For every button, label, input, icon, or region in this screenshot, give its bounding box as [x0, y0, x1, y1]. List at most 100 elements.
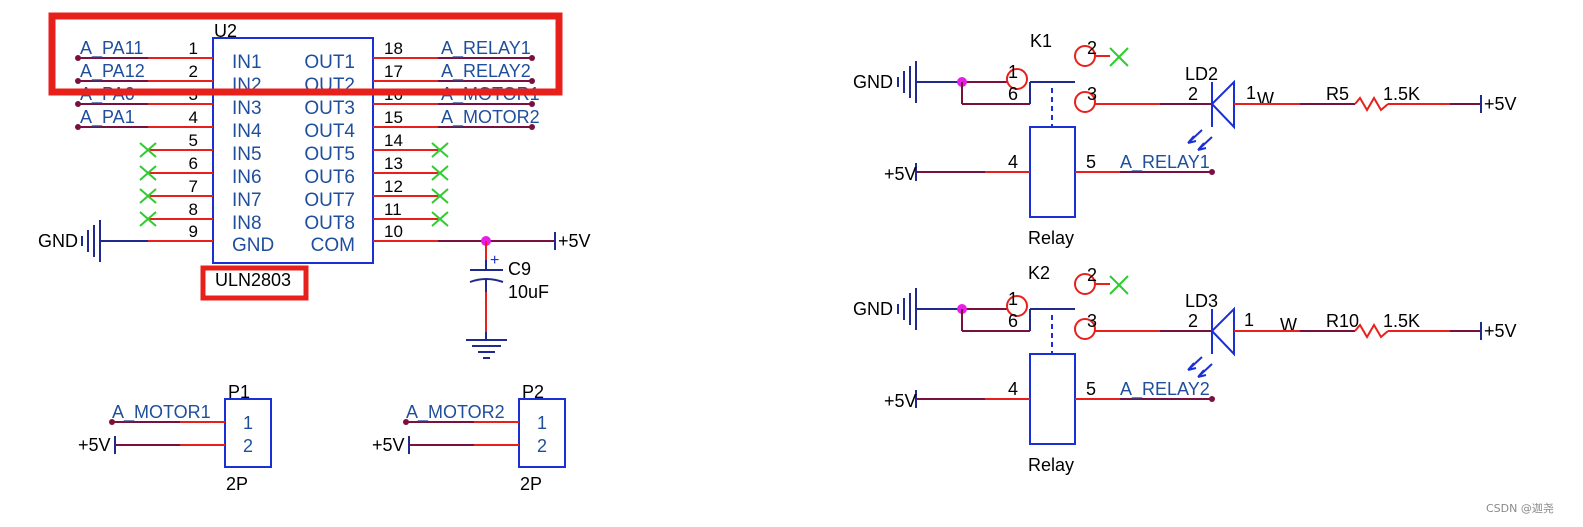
relay-k2-circuit: K2 GND 1 6 2 3 +5V 4 5 A_RELAY2 Relay — [853, 263, 1517, 475]
supply-label: +5V — [78, 435, 111, 455]
pin-number: 2 — [189, 62, 198, 81]
pin-name: OUT6 — [304, 167, 355, 188]
pin-number: 11 — [384, 200, 402, 219]
pin-name: IN1 — [232, 52, 262, 73]
pin-number: 1 — [1008, 62, 1018, 82]
supply-label: +5V — [1484, 94, 1517, 114]
pin-number: 6 — [189, 154, 198, 173]
led-designator: LD3 — [1185, 291, 1218, 311]
res-designator: R10 — [1326, 311, 1359, 331]
net-label: A_PA1 — [80, 107, 135, 128]
relay-k1-circuit: K1 GND 1 6 2 3 +5V 4 5 A_RELA — [853, 31, 1517, 248]
pin-number: 5 — [189, 131, 198, 150]
net-label: A_PA12 — [80, 61, 145, 82]
pin-name: OUT5 — [304, 144, 355, 165]
res-value: 1.5K — [1383, 84, 1420, 104]
pin-number: 13 — [384, 154, 403, 173]
relay-type: Relay — [1028, 228, 1074, 248]
polarity-mark: + — [490, 252, 499, 269]
connector-footprint: 2P — [520, 474, 542, 494]
res-designator: R5 — [1326, 84, 1349, 104]
relay-type: Relay — [1028, 455, 1074, 475]
pin-number: 18 — [384, 39, 403, 58]
no-connect-marks — [139, 142, 449, 227]
supply-label: +5V — [884, 164, 917, 184]
ic-designator: U2 — [214, 21, 237, 41]
cap-value: 10uF — [508, 282, 549, 302]
pin-name: OUT7 — [304, 190, 355, 211]
watermark: CSDN @迦尧 — [1486, 502, 1554, 515]
pin-number: 9 — [189, 222, 198, 241]
pin-number: 3 — [1087, 311, 1097, 331]
supply-label: +5V — [558, 231, 591, 251]
net-label: A_RELAY1 — [1120, 152, 1210, 173]
pin-name: IN6 — [232, 167, 262, 188]
net-label: A_RELAY1 — [441, 38, 531, 59]
pin-name: OUT1 — [304, 52, 355, 73]
ic-right-pins: 18 17 16 15 14 13 12 11 10 OUT1 OUT2 OUT… — [304, 38, 539, 256]
ic-left-wires — [75, 55, 213, 242]
relay-designator: K1 — [1030, 31, 1052, 51]
ic-right-wires — [373, 55, 555, 242]
pin-number: 6 — [1008, 84, 1018, 104]
pin-name: OUT4 — [304, 121, 355, 142]
connector-p2: P2 A_MOTOR2 +5V 1 2 2P — [372, 382, 566, 494]
pin-number: 5 — [1086, 379, 1096, 399]
net-label: A_MOTOR1 — [112, 402, 211, 423]
res-value: 1.5K — [1383, 311, 1420, 331]
pin-number: 2 — [1188, 84, 1198, 104]
pin-number: 2 — [1087, 265, 1097, 285]
pin-number: 15 — [384, 108, 403, 127]
pin-number: 1 — [243, 413, 253, 433]
connector-designator: P1 — [228, 382, 250, 402]
pin-name: IN3 — [232, 98, 262, 119]
connector-p1: P1 A_MOTOR1 +5V 1 2 2P — [78, 382, 272, 494]
highlight-box-signals — [48, 12, 563, 96]
pin-name: IN7 — [232, 190, 262, 211]
led-w-label: W — [1257, 89, 1274, 109]
net-label: A_MOTOR2 — [406, 402, 505, 423]
supply-5v-symbol: +5V — [554, 231, 591, 251]
pin-number: 2 — [537, 436, 547, 456]
cap-designator: C9 — [508, 259, 531, 279]
led-designator: LD2 — [1185, 64, 1218, 84]
ic-part-number: ULN2803 — [215, 270, 291, 290]
net-label: A_RELAY2 — [441, 61, 531, 82]
pin-name: IN4 — [232, 121, 262, 142]
pin-number: 4 — [1008, 379, 1018, 399]
pin-number: 17 — [384, 62, 403, 81]
pin-number: 2 — [1188, 311, 1198, 331]
pin-number: 4 — [1008, 152, 1018, 172]
connector-footprint: 2P — [226, 474, 248, 494]
ic-left-pins: 1 2 3 4 5 6 7 8 9 IN1 IN2 IN3 IN4 IN5 IN… — [80, 38, 274, 256]
pin-name: IN5 — [232, 144, 262, 165]
pin-number: 2 — [243, 436, 253, 456]
pin-number: 1 — [1244, 310, 1254, 330]
pin-number: 10 — [384, 222, 403, 241]
capacitor-c9: + C9 10uF — [466, 236, 549, 359]
net-label: A_PA11 — [80, 38, 143, 59]
net-label: A_RELAY2 — [1120, 379, 1210, 400]
net-label: A_MOTOR2 — [441, 107, 540, 128]
relay-designator: K2 — [1028, 263, 1050, 283]
pin-name: GND — [232, 235, 274, 256]
pin-name: OUT8 — [304, 213, 355, 234]
supply-label: +5V — [1484, 321, 1517, 341]
uln2803-ic: U2 — [38, 21, 591, 290]
ground-label: GND — [853, 299, 893, 319]
pin-name: COM — [311, 235, 355, 256]
pin-number: 1 — [1246, 83, 1256, 103]
pin-number: 1 — [1008, 289, 1018, 309]
pin-number: 7 — [189, 177, 198, 196]
pin-number: 8 — [189, 200, 198, 219]
pin-number: 12 — [384, 177, 403, 196]
pin-name: IN8 — [232, 213, 262, 234]
ground-label: GND — [853, 72, 893, 92]
ground-label: GND — [38, 231, 78, 251]
pin-number: 2 — [1087, 38, 1097, 58]
supply-label: +5V — [372, 435, 405, 455]
connector-designator: P2 — [522, 382, 544, 402]
ground-symbol: GND — [38, 220, 101, 262]
pin-number: 5 — [1086, 152, 1096, 172]
